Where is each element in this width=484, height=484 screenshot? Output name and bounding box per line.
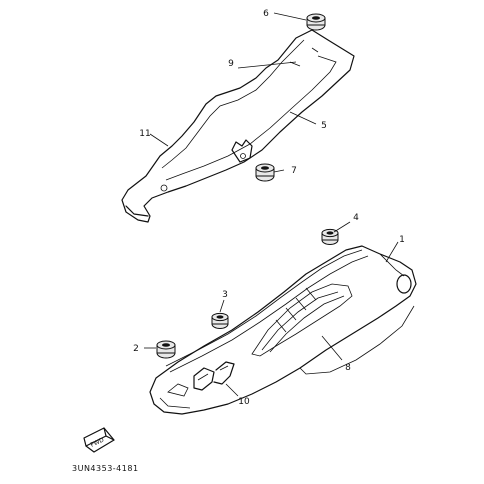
- callout-label-3: 3: [222, 290, 228, 300]
- callout-label-5: 5: [321, 121, 327, 131]
- callout-5: 5: [321, 121, 327, 131]
- callout-4: 4: [353, 213, 359, 223]
- callout-6: 6: [263, 9, 269, 19]
- lower-side-cover: [149, 245, 417, 415]
- callout-label-8: 8: [345, 363, 351, 373]
- grommet-part-2: [156, 340, 176, 359]
- grommet-part-4: [321, 228, 339, 245]
- callout-10: 10: [238, 397, 250, 407]
- callout-11: 11: [139, 129, 150, 139]
- callout-label-10: 10: [238, 397, 250, 407]
- callout-label-6: 6: [263, 9, 269, 19]
- callout-1: 1: [399, 235, 405, 245]
- callout-8: 8: [345, 363, 351, 373]
- callout-3: 3: [222, 290, 228, 300]
- leader-lines: [144, 12, 399, 397]
- reference-code: 3UN4353-4181: [72, 464, 139, 473]
- callout-label-7: 7: [291, 166, 297, 176]
- callout-7: 7: [291, 166, 297, 176]
- callout-2: 2: [133, 344, 139, 354]
- callout-label-2: 2: [133, 344, 139, 354]
- callout-9: 9: [228, 59, 234, 69]
- grommet-part-7: [255, 163, 275, 182]
- upper-side-cover: [121, 29, 355, 223]
- grommet-part-3: [211, 312, 229, 329]
- callout-label-4: 4: [353, 213, 359, 223]
- grommet-part-6: [306, 13, 326, 31]
- fwd-arrow-icon: FWD: [83, 427, 115, 453]
- callout-label-1: 1: [399, 235, 405, 245]
- callout-label-11: 11: [139, 129, 150, 139]
- callout-label-9: 9: [228, 59, 234, 69]
